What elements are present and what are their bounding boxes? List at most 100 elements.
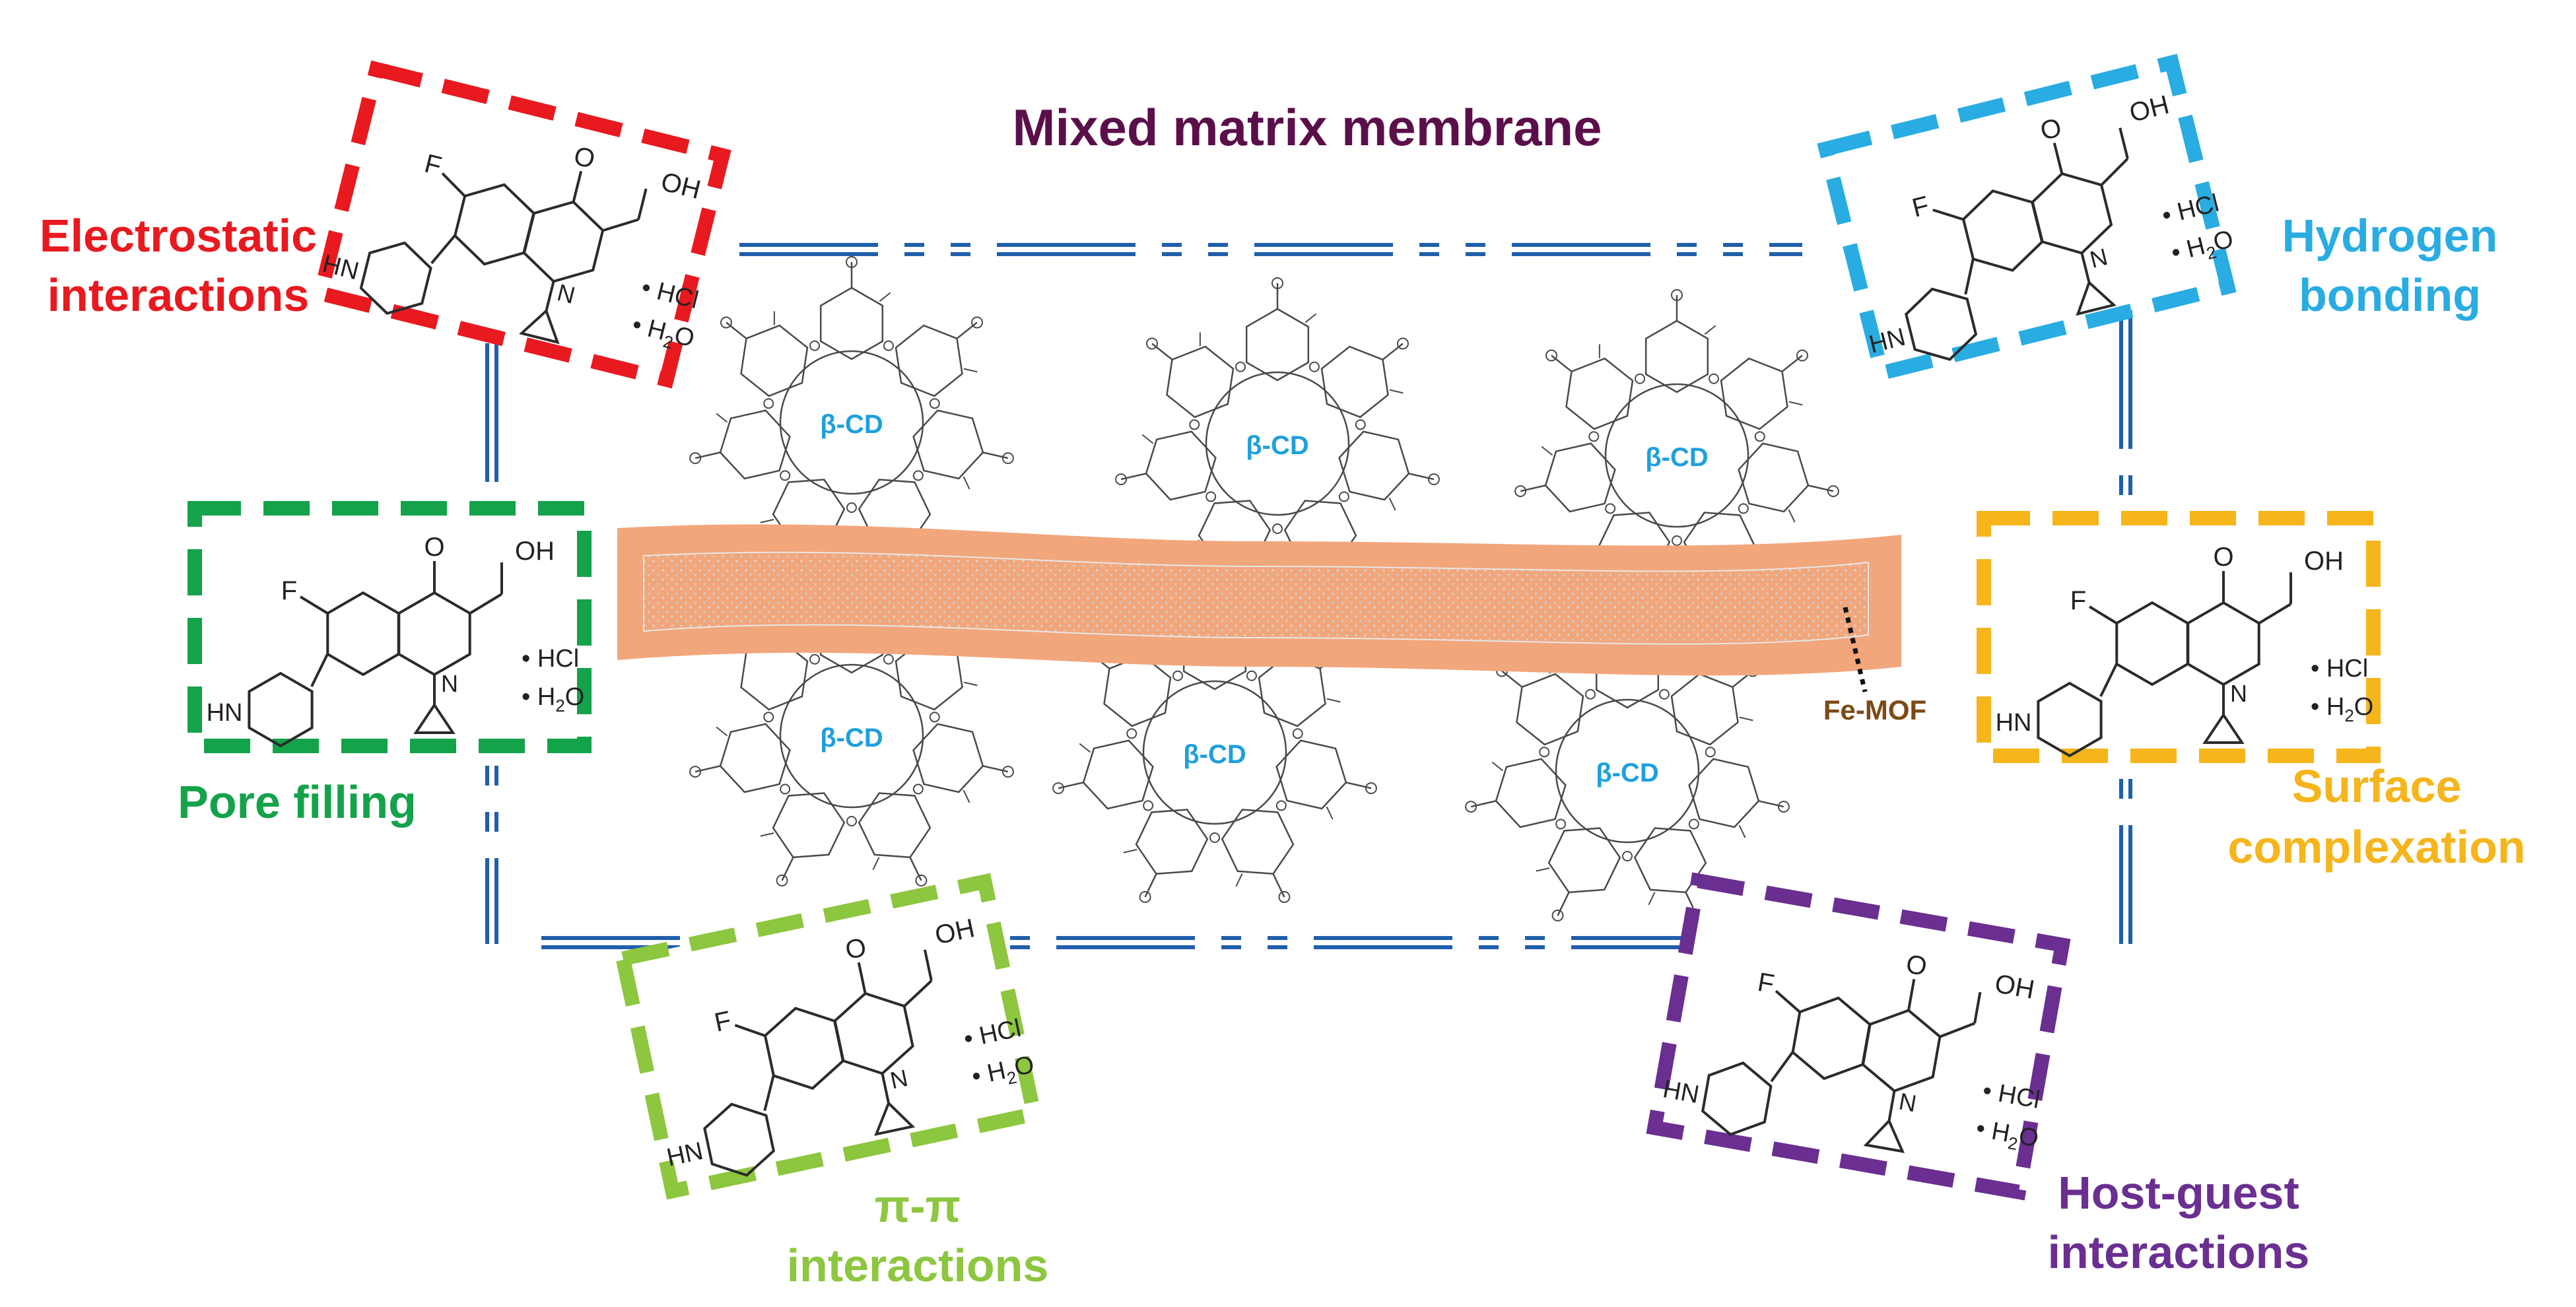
- cd-side-bond: [1542, 446, 1552, 455]
- cd-oxygen: [1606, 504, 1615, 513]
- cd-oxygen: [914, 471, 923, 480]
- cd-side-bond: [1492, 762, 1503, 770]
- cd-oh-bond: [1782, 355, 1802, 371]
- cd-side-bond: [761, 833, 774, 836]
- cd-label: β-CD: [1645, 443, 1709, 472]
- cd-oxygen: [1586, 690, 1595, 699]
- cd-oxygen: [810, 341, 819, 351]
- cd-glucose-unit: [1672, 674, 1738, 745]
- keto-oxygen: O: [424, 533, 444, 562]
- cd-oxygen: [1277, 801, 1286, 810]
- cd-side-bond: [1236, 874, 1242, 887]
- cd-glucose-unit: [1167, 347, 1234, 417]
- cd-glucose-unit: [1083, 741, 1153, 809]
- cd-side-bond: [964, 477, 970, 489]
- label-hostguest-line1: Host-guest: [1994, 1167, 2363, 1219]
- cd-glucose-unit: [914, 724, 983, 792]
- label-surface-line1: Surface: [2192, 760, 2561, 812]
- cd-oh-bond: [1382, 343, 1402, 359]
- cd-oxygen: [930, 712, 939, 721]
- water: • H2O: [522, 683, 584, 716]
- cd-glucose-unit: [821, 288, 883, 359]
- water-subscript: 2: [2344, 706, 2354, 725]
- cd-glucose-unit: [773, 793, 844, 857]
- cd-glucose-unit: [896, 325, 963, 396]
- cd-glucose-unit: [1277, 741, 1346, 809]
- cd-oxygen: [780, 471, 790, 480]
- fe-mof-label: Fe-MOF: [1802, 694, 1948, 725]
- cd-glucose-unit: [1545, 444, 1615, 512]
- acid-hydroxyl: OH: [2304, 547, 2344, 576]
- cd-glucose-unit: [1646, 321, 1708, 392]
- water-subscript: 2: [555, 696, 564, 716]
- water: • H2O: [2311, 693, 2373, 725]
- cd-glucose-unit: [1567, 358, 1633, 429]
- cd-oxygen: [1206, 492, 1215, 501]
- cd-glucose-unit: [1549, 828, 1620, 892]
- cd-side-bond: [761, 519, 774, 523]
- cd-oh-bond: [726, 322, 746, 338]
- cd-side-bond: [1536, 868, 1549, 871]
- cd-side-bond: [1305, 314, 1316, 322]
- cd-side-bond: [716, 727, 727, 735]
- cd-side-bond: [879, 292, 890, 301]
- label-hostguest-line2: interactions: [1994, 1226, 2363, 1278]
- cd-oxygen: [914, 784, 923, 793]
- cd-side-bond: [964, 790, 970, 803]
- cd-oxygen: [1709, 374, 1718, 384]
- hcl-salt: • HCl: [522, 645, 579, 673]
- cd-oxygen: [1339, 492, 1349, 501]
- cd-oh-bond: [957, 322, 976, 338]
- ring-nitrogen: N: [2230, 680, 2247, 707]
- cd-oxygen: [1623, 852, 1632, 861]
- label-hydrogen-line2: bonding: [2225, 269, 2555, 321]
- piperazine-amine: HN: [207, 699, 243, 727]
- cd-glucose-unit: [859, 793, 930, 857]
- cd-side-bond: [1648, 892, 1654, 905]
- cd-oh-bond: [1145, 874, 1157, 897]
- cd-oh-bond: [910, 857, 922, 881]
- label-pore-filling: Pore filling: [132, 776, 462, 828]
- cd-side-bond: [1789, 510, 1795, 522]
- water-tail: O: [2354, 693, 2374, 721]
- cd-oxygen: [1589, 432, 1598, 441]
- cd-glucose-unit: [1339, 432, 1409, 500]
- cd-side-bond: [1390, 498, 1396, 510]
- water-tail: O: [2017, 1122, 2041, 1153]
- keto-oxygen: O: [2213, 543, 2233, 572]
- cd-oxygen: [847, 503, 856, 512]
- cd-oxygen: [930, 399, 939, 408]
- cd-glucose-unit: [1322, 347, 1388, 417]
- cd-side-bond: [1705, 325, 1715, 334]
- cd-glucose-unit: [720, 724, 790, 792]
- cd-side-bond: [1740, 825, 1746, 838]
- fluorine: F: [281, 576, 297, 605]
- cd-label: β-CD: [1596, 758, 1659, 788]
- cd-glucose-unit: [720, 411, 790, 479]
- piperazine-amine: HN: [1996, 709, 2032, 737]
- cd-oxygen: [884, 655, 893, 664]
- cd-oxygen: [1356, 420, 1365, 429]
- cd-oh-bond: [1152, 343, 1172, 359]
- cd-side-bond: [1124, 850, 1137, 853]
- cd-oxygen: [847, 817, 856, 826]
- cd-glucose-unit: [741, 325, 808, 396]
- cd-oxygen: [1247, 671, 1256, 681]
- cd-side-bond: [1327, 807, 1333, 819]
- cd-label: β-CD: [820, 410, 883, 439]
- cd-oh-bond: [1502, 671, 1522, 687]
- cd-glucose-unit: [1146, 432, 1215, 500]
- cd-side-bond: [1390, 390, 1403, 393]
- label-hydrogen-line1: Hydrogen: [2225, 210, 2555, 261]
- cd-oxygen: [780, 784, 790, 793]
- cd-oxygen: [1127, 729, 1136, 738]
- cd-side-bond: [1079, 743, 1090, 752]
- cd-glucose-unit: [1517, 674, 1584, 745]
- cd-oh-bond: [1558, 892, 1569, 916]
- cd-oh-bond: [1273, 874, 1285, 897]
- cd-label: β-CD: [1246, 431, 1309, 460]
- cd-oxygen: [1540, 747, 1549, 756]
